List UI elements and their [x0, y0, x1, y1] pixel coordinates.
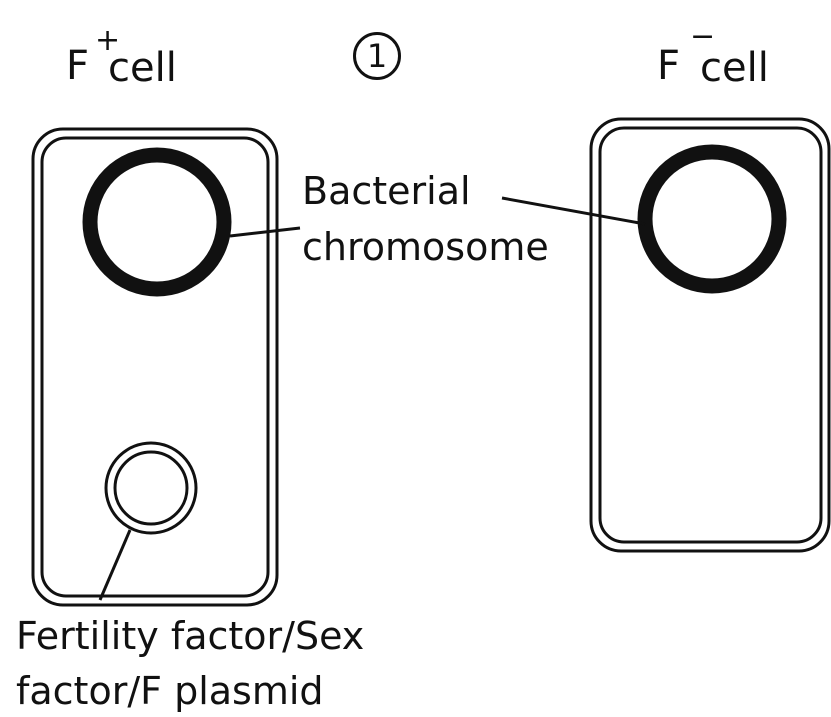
chromosome-label-line2: chromosome [302, 228, 549, 266]
f-plus-cell-inner-membrane [42, 138, 268, 596]
f-minus-letter: F [657, 43, 680, 89]
f-minus-cell-outer-wall [591, 119, 829, 551]
chromosome-leader-right [502, 198, 645, 224]
f-minus-chromosome [645, 152, 779, 286]
chromosome-leader-left [230, 228, 300, 236]
f-minus-word: cell [700, 48, 769, 88]
f-plus-cell [33, 129, 277, 605]
f-minus-cell [591, 119, 829, 551]
f-plasmid-inner [115, 452, 187, 524]
f-plus-letter: F [66, 43, 89, 89]
plasmid-label-line2: factor/F plasmid [16, 672, 324, 710]
f-plus-chromosome [90, 155, 224, 289]
f-minus-label: F [657, 46, 680, 86]
chromosome-label-line1: Bacterial [302, 172, 471, 210]
step-marker: 1 [353, 32, 401, 80]
plasmid-label-line1: Fertility factor/Sex [16, 617, 364, 655]
f-minus-cell-inner-membrane [600, 128, 821, 542]
plasmid-leader [100, 530, 130, 600]
f-plasmid-outer [106, 443, 196, 533]
f-plus-label: F [66, 46, 89, 86]
f-plus-word: cell [108, 48, 177, 88]
